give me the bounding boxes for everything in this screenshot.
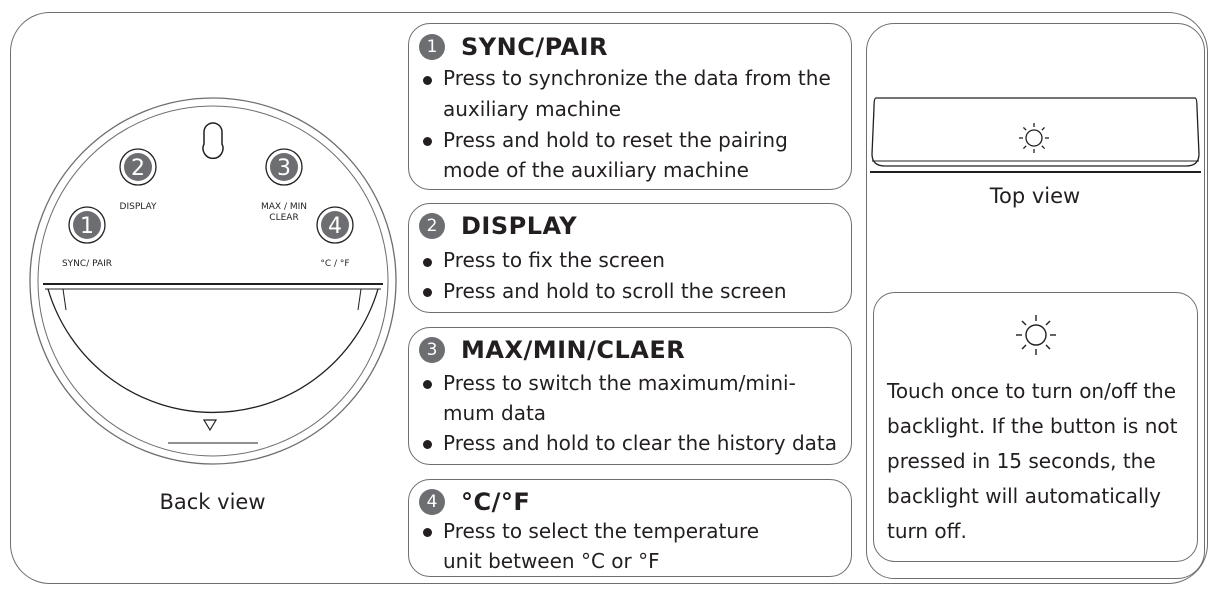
backlight-text: Touch once to turn on/off the	[887, 379, 1177, 403]
back-label-clear: CLEAR	[269, 213, 298, 223]
backlight-panel: Touch once to turn on/off the backlight.…	[873, 292, 1198, 562]
section-text: Press and hold to scroll the screen	[443, 279, 787, 303]
back-view-caption: Back view	[159, 490, 266, 514]
back-label-maxmin: MAX / MIN	[261, 202, 307, 212]
section-text: Press to synchronize the data from the	[443, 66, 831, 90]
back-label-sync: SYNC/ PAIR	[62, 259, 112, 269]
section-text: auxiliary machine	[443, 97, 622, 121]
sun-icon	[1016, 315, 1056, 355]
diagram-frame	[10, 12, 1208, 584]
back-button-1: 1	[68, 206, 106, 244]
backlight-text: turn off.	[887, 519, 967, 543]
section-number-badge: 1	[419, 34, 445, 60]
section-sync-pair: 1 SYNC/PAIR Press to synchronize the dat…	[408, 23, 852, 190]
back-button-3: 3	[265, 148, 303, 186]
top-view-caption: Top view	[989, 184, 1081, 208]
backlight-text: pressed in 15 seconds, the	[887, 449, 1156, 473]
back-screen-outline	[44, 284, 382, 415]
back-button-3-number: 3	[277, 156, 291, 181]
back-button-2-number: 2	[131, 156, 145, 181]
section-title: MAX/MIN/CLAER	[461, 336, 686, 364]
section-display: 2 DISPLAY Press to fix the screen Press …	[408, 203, 852, 313]
bullet-icon	[423, 258, 432, 267]
right-panel	[866, 23, 1205, 579]
section-title: DISPLAY	[461, 212, 578, 240]
section-title: °C/°F	[461, 488, 531, 516]
section-text: unit between °C or °F	[443, 549, 660, 573]
section-max-min-clear: 3 MAX/MIN/CLAER Press to switch the maxi…	[408, 327, 852, 465]
bullet-icon	[423, 137, 432, 146]
triangle-down-icon	[202, 419, 218, 432]
back-button-2: 2	[119, 148, 157, 186]
section-text: Press and hold to reset the pairing	[443, 128, 788, 152]
hanging-hole-icon	[202, 122, 224, 160]
section-text: Press and hold to clear the history data	[443, 431, 838, 455]
bullet-icon	[423, 288, 432, 297]
section-text: Press to fix the screen	[443, 248, 665, 272]
bullet-icon	[423, 380, 432, 389]
bullet-icon	[423, 440, 432, 449]
back-view-device: 2 3 1 4 DISPLAY MAX / MIN CLEAR SYNC/ PA…	[29, 97, 397, 465]
section-title: SYNC/PAIR	[461, 33, 608, 61]
section-text: Press to select the temperature	[443, 519, 760, 543]
section-number-badge: 3	[419, 337, 445, 363]
back-button-1-number: 1	[80, 214, 94, 239]
bullet-icon	[423, 528, 432, 537]
back-label-unit: °C / °F	[320, 259, 349, 269]
section-text: Press to switch the maximum/mini-	[443, 371, 796, 395]
back-button-4-number: 4	[328, 214, 342, 239]
back-label-display: DISPLAY	[120, 202, 157, 212]
section-text: mum data	[443, 401, 547, 425]
section-text: mode of the auxiliary machine	[443, 158, 749, 182]
backlight-text: backlight. If the button is not	[887, 414, 1178, 438]
section-temperature-unit: 4 °C/°F Press to select the temperature …	[408, 479, 852, 577]
sun-icon	[1019, 123, 1049, 153]
back-button-4: 4	[316, 206, 354, 244]
section-number-badge: 4	[419, 489, 445, 515]
backlight-text: backlight will automatically	[887, 484, 1161, 508]
top-view-device	[870, 97, 1201, 173]
section-number-badge: 2	[419, 213, 445, 239]
bullet-icon	[423, 76, 432, 85]
